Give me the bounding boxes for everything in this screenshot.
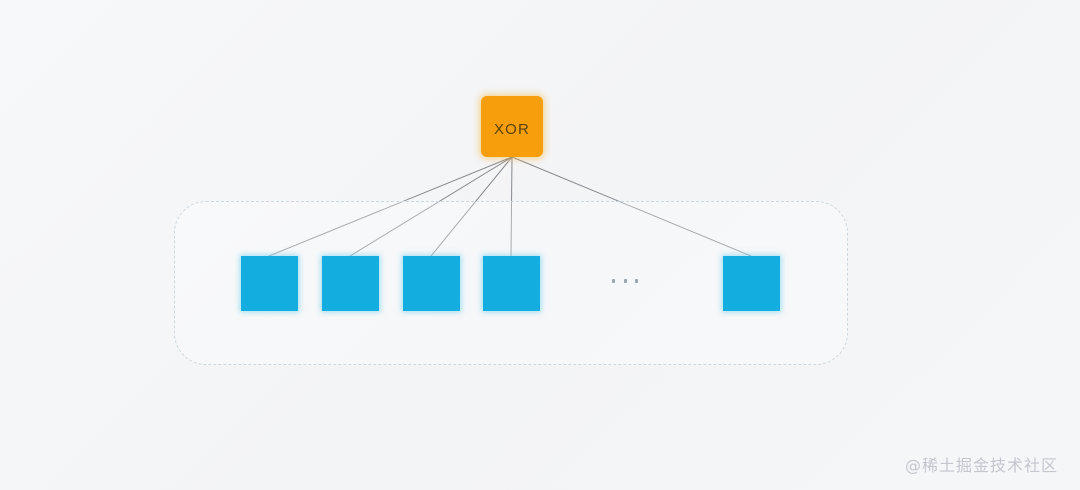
watermark-text: @稀土掘金技术社区 xyxy=(904,456,1058,475)
ellipsis-dot-2 xyxy=(623,279,627,283)
xor-parity-node: XOR xyxy=(481,96,543,157)
data-block-n xyxy=(723,256,780,311)
data-block-3 xyxy=(403,256,460,311)
ellipsis-indicator xyxy=(612,276,638,286)
data-block-4 xyxy=(483,256,540,311)
data-block-2 xyxy=(322,256,379,311)
ellipsis-dot-3 xyxy=(635,279,638,283)
data-block-1 xyxy=(241,256,298,311)
xor-node-label: XOR xyxy=(493,121,531,138)
ellipsis-dot-1 xyxy=(612,279,615,283)
